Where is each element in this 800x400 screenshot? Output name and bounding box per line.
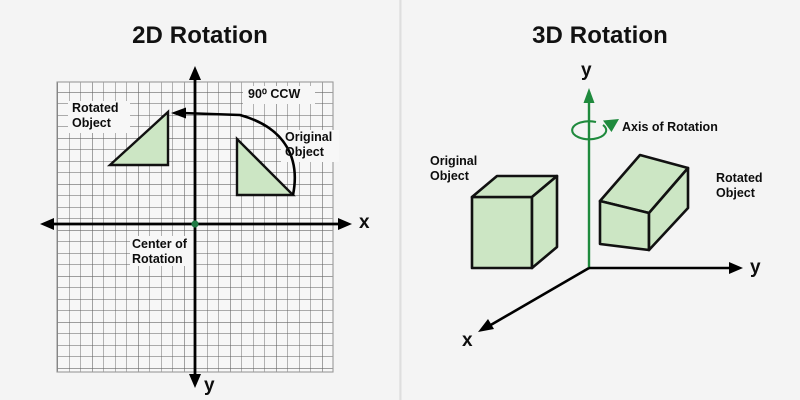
original-object-shape (235, 136, 296, 197)
center-of-rotation-dot (191, 220, 199, 228)
panel-2d-rotation: 2D Rotation (40, 22, 370, 396)
rotated-object-label-3d: Rotated Object (716, 171, 763, 200)
rotated-object-shape (106, 109, 170, 167)
original-object-label: Original Object (285, 130, 333, 159)
center-label-backing (130, 236, 194, 266)
axis-of-rotation-label: Axis of Rotation (622, 120, 718, 134)
diagram-2d-canvas (40, 66, 352, 388)
axis-of-rotation-indicator (571, 119, 619, 141)
y-axis-horizontal-label: y (750, 257, 761, 278)
y-axis-label: y (204, 375, 215, 396)
panel-3d-rotation: 3D Rotation (400, 0, 800, 400)
x-axis-oblique (478, 266, 590, 332)
panel-divider (399, 0, 402, 400)
original-object-label-3d: Original Object (430, 154, 478, 183)
y-axis-vertical (583, 88, 595, 268)
rotated-object-cube (598, 153, 690, 252)
diagram-3d-canvas (470, 88, 743, 332)
rotation-arrow-90ccw (171, 107, 297, 196)
x-axis-label-3d: x (462, 330, 473, 351)
angle-label-backing (243, 86, 315, 104)
y-axis-vertical-label: y (581, 60, 592, 81)
panel-2d-title: 2D Rotation (132, 22, 268, 49)
x-axis-label: x (359, 212, 370, 233)
rotation-angle-label: 90⁰ CCW (248, 87, 301, 101)
rotated-object-label: Rotated Object (72, 101, 119, 130)
y-axis-horizontal (589, 262, 743, 274)
rotated-label-backing (68, 101, 130, 133)
panel-3d-title: 3D Rotation (532, 22, 668, 49)
center-of-rotation-label: Center of Rotation (132, 237, 187, 266)
original-object-cube (470, 174, 559, 270)
